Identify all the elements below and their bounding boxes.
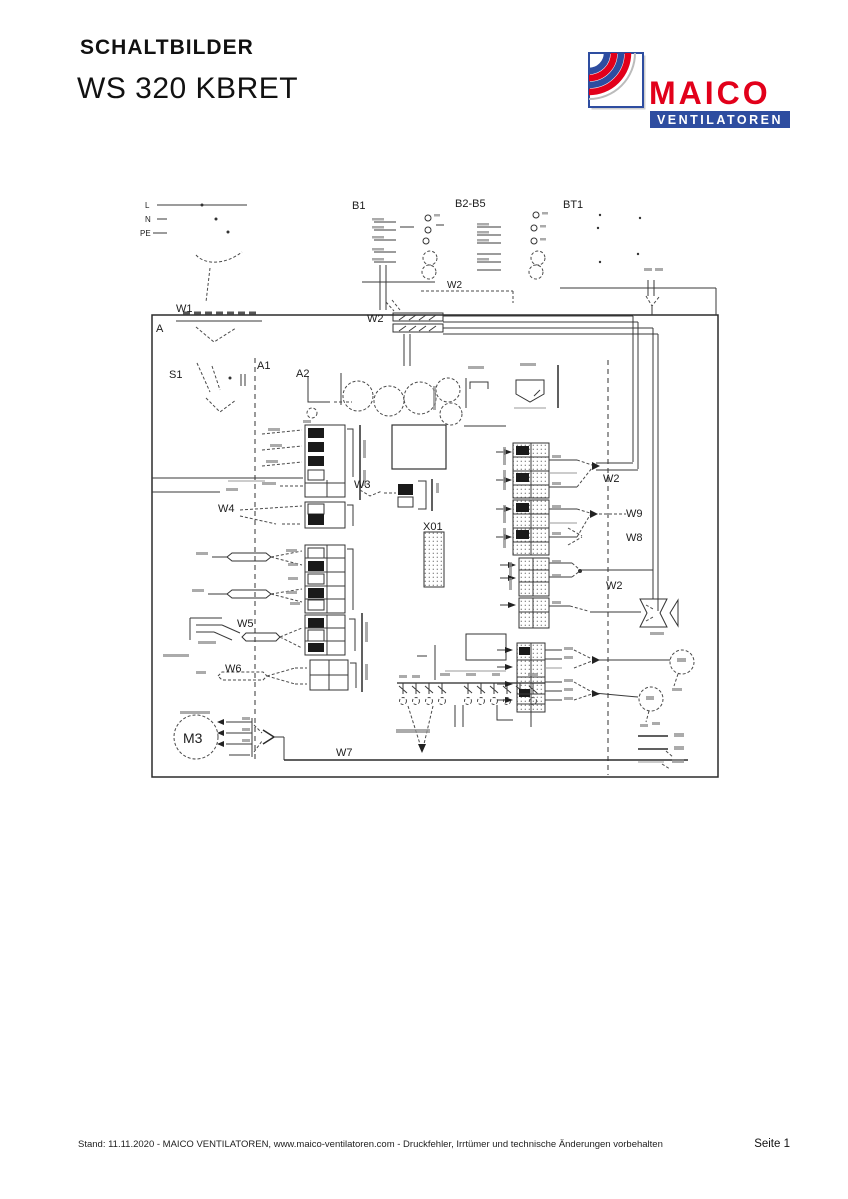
brand-tagline-banner	[650, 111, 790, 128]
footer-info: Stand: 11.11.2020 - MAICO VENTILATOREN, …	[78, 1139, 663, 1150]
diagram-label-N: N	[145, 215, 151, 224]
terminal-blocks-right	[496, 442, 550, 727]
page-title: WS 320 KBRET	[77, 72, 299, 105]
micro-labels	[163, 212, 686, 763]
diagram-label-W9: W9	[626, 508, 643, 520]
devices-bottom-right	[638, 598, 695, 770]
motor-m3	[173, 714, 285, 760]
connector-x01	[423, 531, 445, 588]
diagram-label-B1: B1	[352, 200, 365, 212]
cable-w1	[176, 311, 262, 343]
mains-entry	[153, 203, 247, 386]
cable-w2-top	[392, 290, 659, 611]
footer: Stand: 11.11.2020 - MAICO VENTILATOREN, …	[78, 1138, 790, 1150]
diagram-label-M3: M3	[183, 730, 203, 746]
diagram-label-W8: W8	[626, 532, 643, 544]
diagram-label-B2-B5: B2-B5	[455, 198, 486, 210]
plug-w3	[359, 479, 433, 511]
diagram-label-W7: W7	[336, 747, 353, 759]
enclosure-outline	[151, 314, 719, 778]
diagram-label-W3: W3	[354, 479, 371, 491]
diagram-label-BT1: BT1	[563, 199, 583, 211]
diagram-label-W2-cable: W2	[367, 313, 384, 325]
diagram-label-W2-top: W2	[447, 280, 462, 291]
diagram-label-A2: A2	[296, 368, 309, 380]
diagram-label-W6: W6	[225, 663, 242, 675]
diagram-label-W5: W5	[237, 618, 254, 630]
maico-logo: MAICO VENTILATOREN	[588, 52, 790, 128]
sensor-group-bt1	[560, 213, 717, 315]
diagram-label-PE: PE	[140, 229, 151, 238]
brand-name: MAICO	[649, 75, 771, 111]
wiring-right	[545, 459, 670, 701]
maico-logo-icon	[588, 52, 646, 110]
sensor-group-b1	[362, 214, 444, 312]
diagram-label-S1: S1	[169, 369, 182, 381]
diagram-label-A: A	[156, 323, 164, 335]
diagram-label-A1: A1	[257, 360, 270, 372]
switch-w5	[189, 617, 241, 641]
page-number: Seite 1	[754, 1138, 790, 1150]
diagram-label-W4: W4	[218, 503, 235, 515]
sensor-group-b2-b5	[477, 211, 546, 280]
diagram-label-L: L	[145, 201, 150, 210]
diagram-label-W1: W1	[176, 303, 193, 315]
controller-board	[306, 365, 559, 470]
diagram-label-X01: X01	[423, 521, 443, 533]
brand-tagline: VENTILATOREN	[657, 113, 783, 127]
terminal-blocks-left	[152, 424, 363, 692]
diagram-label-W2-right-2: W2	[606, 580, 623, 592]
switch-s1	[196, 362, 237, 413]
diagram-label-W2-right-1: W2	[603, 473, 620, 485]
section-heading: SCHALTBILDER	[80, 36, 254, 59]
